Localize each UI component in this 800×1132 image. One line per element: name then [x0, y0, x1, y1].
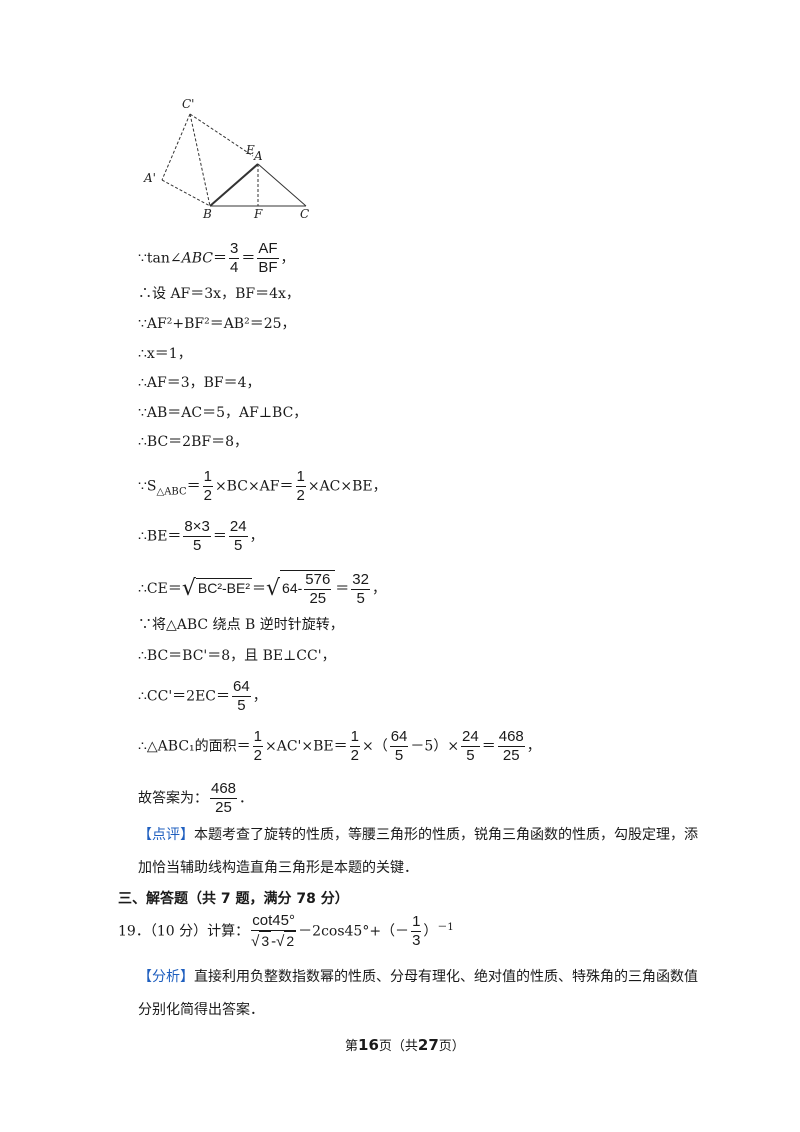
label-b: B — [202, 207, 212, 221]
analysis-tag: 【分析】 — [138, 969, 194, 985]
page-footer: 第16页（共27页） — [345, 1036, 465, 1054]
label-a-prime: A' — [143, 171, 156, 185]
solution-line-6: ∵AB＝AC＝5，AF⊥BC， — [138, 405, 308, 421]
total-pages: 27 — [417, 1036, 439, 1054]
sqrt-expression: BC²-BE² — [195, 578, 252, 597]
label-a: A — [253, 149, 263, 163]
section-heading: 三、解答题（共 7 题，满分 78 分） — [118, 891, 349, 907]
solution-line-7: ∴BC＝2BF＝8， — [138, 434, 248, 450]
current-page: 16 — [358, 1036, 379, 1054]
comment-line-1: 【点评】本题考查了旋转的性质，等腰三角形的性质，锐角三角函数的性质，勾股定理，添 — [138, 827, 698, 843]
solution-line-11: ∵将△ABC 绕点 B 逆时针旋转， — [138, 617, 344, 633]
solution-line-3: ∵AF²+BF²＝AB²＝25， — [138, 316, 296, 332]
solution-line-4: ∴x＝1， — [138, 346, 192, 362]
analysis-line-2: 分别化简得出答案． — [138, 1002, 264, 1018]
analysis-line-1: 【分析】直接利用负整数指数幂的性质、分母有理化、绝对值的性质、特殊角的三角函数值 — [138, 969, 698, 985]
rotation-figure: C' A' E A B F C — [143, 97, 309, 221]
label-f: F — [253, 207, 263, 221]
comment-line-2: 加恰当辅助线构造直角三角形是本题的关键． — [138, 860, 418, 876]
fraction: cot45°√3-√2 — [251, 912, 297, 951]
label-e: E — [245, 143, 255, 157]
comment-tag: 【点评】 — [138, 827, 194, 843]
label-c-prime: C' — [182, 97, 194, 111]
solution-line-2: ∴设 AF＝3x，BF＝4x， — [138, 286, 300, 302]
solution-line-12: ∴BC＝BC'＝8，且 BE⊥CC'， — [138, 648, 336, 664]
label-c: C — [300, 207, 309, 221]
solution-line-5: ∴AF＝3，BF＝4， — [138, 375, 261, 391]
